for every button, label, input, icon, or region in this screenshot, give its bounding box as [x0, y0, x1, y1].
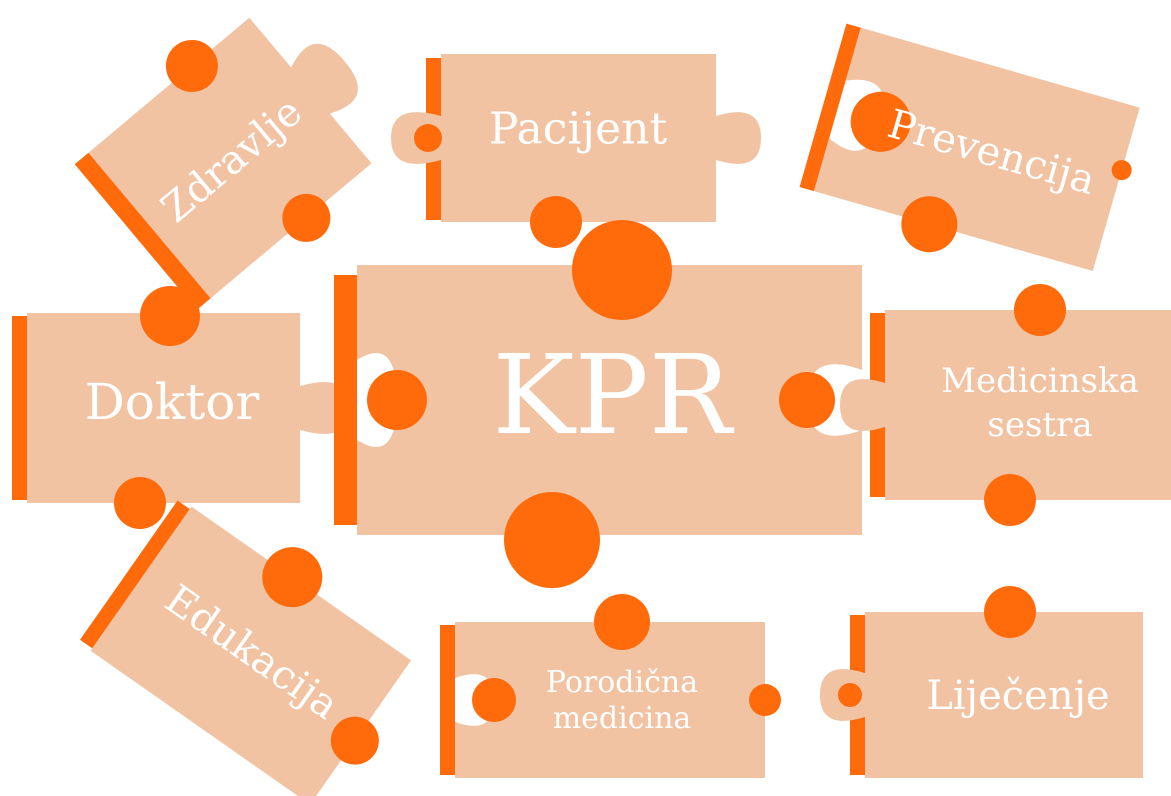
- piece-label-pacijent: Pacijent: [489, 104, 668, 155]
- piece-notch: [779, 372, 835, 428]
- piece-notch: [165, 39, 218, 92]
- piece-notch: [330, 716, 379, 765]
- piece-edge: [74, 152, 211, 310]
- piece-face: [88, 17, 372, 299]
- piece-notch: [472, 678, 516, 722]
- piece-notch: [140, 286, 200, 346]
- piece-notch: [850, 91, 911, 152]
- piece-notch: [984, 586, 1036, 638]
- piece-notch: [114, 477, 166, 529]
- piece-label-lijecenje: Liječenje: [926, 673, 1109, 719]
- piece-face: [840, 310, 1171, 500]
- piece-notch: [1014, 284, 1066, 336]
- puzzle-piece-lijecenje: Liječenje: [820, 586, 1143, 778]
- piece-face: [27, 313, 350, 503]
- piece-edge: [799, 23, 861, 192]
- piece-notch: [901, 196, 958, 253]
- piece-edge: [440, 625, 455, 775]
- piece-notch: [838, 683, 862, 707]
- piece-notch: [984, 474, 1036, 526]
- piece-face: [455, 622, 765, 778]
- puzzle-piece-edukacija: Edukacija: [80, 500, 412, 796]
- piece-face: [820, 612, 1143, 778]
- piece-notch: [504, 492, 600, 588]
- piece-notch: [572, 220, 672, 320]
- piece-label-medicinska: Medicinska: [941, 361, 1139, 401]
- piece-edge: [80, 500, 190, 649]
- piece-notch: [414, 124, 442, 152]
- puzzle-piece-prevencija: Prevencija: [799, 23, 1140, 272]
- piece-notch: [749, 684, 781, 716]
- piece-label-porodicna: Porodična: [546, 665, 698, 700]
- puzzle-piece-doktor: Doktor: [12, 286, 350, 529]
- piece-label-sestra: sestra: [987, 405, 1092, 445]
- piece-notch: [1111, 160, 1132, 181]
- piece-notch: [282, 193, 331, 242]
- piece-notch: [530, 196, 582, 248]
- piece-notch: [594, 594, 650, 650]
- piece-face: [391, 54, 761, 222]
- puzzle-piece-pacijent: Pacijent: [391, 54, 761, 248]
- center-label-kpr: KPR: [492, 331, 734, 459]
- puzzle-piece-zdravlje: Zdravlje: [74, 17, 372, 310]
- piece-edge: [12, 316, 27, 500]
- puzzle-piece-kpr: KPR: [334, 220, 862, 588]
- piece-label-medicina: medicina: [553, 701, 692, 736]
- piece-face: [357, 265, 862, 535]
- piece-edge: [334, 275, 357, 525]
- piece-face: [813, 27, 1140, 272]
- puzzle-piece-porodicna-medicina: Porodična medicina: [440, 594, 781, 778]
- piece-notch: [367, 370, 427, 430]
- piece-face: [90, 506, 412, 796]
- puzzle-piece-medicinska-sestra: Medicinska sestra: [840, 284, 1171, 526]
- piece-label-doktor: Doktor: [85, 373, 260, 431]
- piece-notch: [262, 547, 323, 608]
